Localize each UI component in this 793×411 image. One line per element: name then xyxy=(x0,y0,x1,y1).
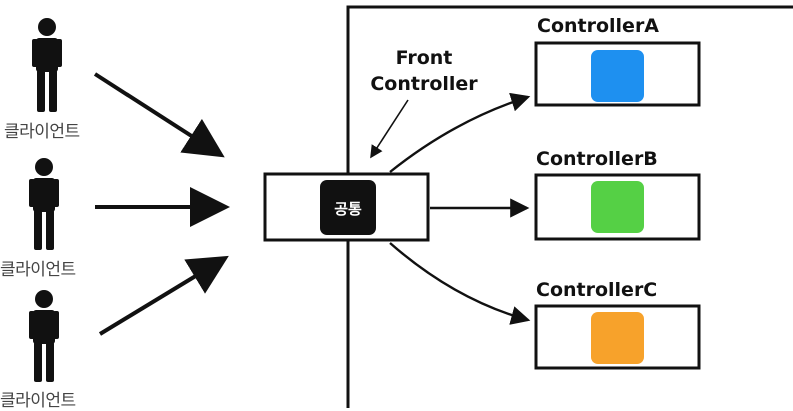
controller-c-color-block xyxy=(591,312,644,364)
client-1-arrow xyxy=(93,72,225,158)
client-3-label: 클라이언트 xyxy=(0,391,76,411)
client-2-label: 클라이언트 xyxy=(0,260,76,280)
client-2-person-icon xyxy=(29,158,59,250)
front-controller-title-line2: Controller xyxy=(370,73,478,95)
front-controller-title-line1: Front xyxy=(395,47,453,69)
arrow-to-controller-c xyxy=(389,242,531,325)
common-label: 공통 xyxy=(334,200,362,218)
front-controller-title: Front Controller xyxy=(364,45,484,97)
controller-b-color-block xyxy=(591,181,644,233)
arrow-to-controller-a xyxy=(389,92,531,173)
front-controller-pointer-arrow xyxy=(370,99,409,159)
controller-a-title: ControllerA xyxy=(537,15,660,37)
client-1-label: 클라이언트 xyxy=(4,122,80,142)
controller-a-color-block xyxy=(591,50,644,102)
controller-b-title: ControllerB xyxy=(536,148,658,170)
common-box xyxy=(320,180,376,235)
controller-c-title: ControllerC xyxy=(536,279,658,301)
client-1-person-icon xyxy=(32,18,62,112)
client-3-arrow xyxy=(98,255,229,336)
client-3-person-icon xyxy=(29,290,59,382)
